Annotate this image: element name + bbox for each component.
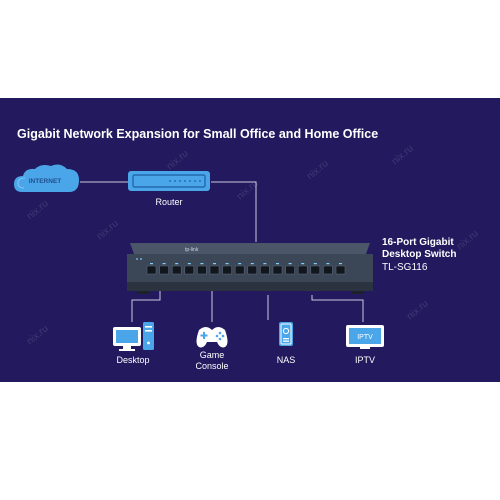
game-console-label-line2: Console bbox=[195, 361, 229, 371]
svg-text:nix.ru: nix.ru bbox=[165, 148, 191, 172]
svg-text:nix.ru: nix.ru bbox=[95, 218, 121, 242]
svg-text:nix.ru: nix.ru bbox=[455, 228, 481, 252]
ethernet-port bbox=[247, 265, 258, 275]
port-led bbox=[175, 263, 179, 265]
port-led bbox=[200, 263, 204, 265]
switch-name-line1: 16-Port Gigabit bbox=[382, 237, 454, 248]
ethernet-port bbox=[323, 265, 333, 275]
iptv-screen-text: IPTV bbox=[357, 334, 373, 341]
switch-brand-logo: tp-link bbox=[185, 247, 199, 253]
port-led bbox=[301, 263, 305, 265]
svg-text:nix.ru: nix.ru bbox=[390, 143, 416, 167]
desktop-computer-icon bbox=[113, 322, 154, 351]
page-title: Gigabit Network Expansion for Small Offi… bbox=[17, 127, 379, 141]
svg-text:nix.ru: nix.ru bbox=[305, 158, 331, 182]
port-led bbox=[339, 263, 342, 265]
ethernet-port bbox=[260, 265, 270, 275]
desktop-label: Desktop bbox=[116, 355, 150, 365]
ethernet-port bbox=[197, 265, 207, 275]
ethernet-port bbox=[234, 265, 245, 275]
port-led bbox=[213, 263, 216, 265]
switch-top bbox=[130, 243, 370, 254]
switch-bottom bbox=[127, 282, 373, 291]
internet-label: INTERNET bbox=[28, 178, 62, 185]
port-led bbox=[187, 263, 191, 265]
ethernet-port bbox=[222, 265, 232, 275]
svg-text:nix.ru: nix.ru bbox=[25, 198, 51, 222]
port-led bbox=[225, 263, 229, 265]
port-led bbox=[276, 263, 279, 265]
switch-leds bbox=[136, 258, 142, 260]
ethernet-port bbox=[272, 265, 283, 275]
ethernet-port bbox=[146, 265, 157, 275]
port-led bbox=[162, 263, 166, 265]
port-led bbox=[250, 263, 254, 265]
port-led bbox=[238, 263, 242, 265]
ethernet-port bbox=[184, 265, 195, 275]
svg-text:nix.ru: nix.ru bbox=[25, 323, 51, 347]
ethernet-port bbox=[335, 265, 346, 275]
ethernet-port bbox=[159, 265, 169, 275]
svg-text:nix.ru: nix.ru bbox=[405, 298, 431, 322]
internet-cloud-icon bbox=[14, 164, 79, 192]
router-switch-line bbox=[211, 181, 257, 242]
game-console-label: Game Console bbox=[190, 350, 234, 372]
ethernet-port bbox=[209, 265, 220, 275]
ethernet-port bbox=[285, 265, 295, 275]
diagram-background bbox=[0, 98, 500, 382]
port-led bbox=[313, 263, 317, 265]
switch-iptv-line bbox=[311, 295, 364, 322]
gamepad-icon bbox=[196, 327, 228, 348]
ethernet-port bbox=[171, 265, 182, 275]
port-led bbox=[288, 263, 292, 265]
ethernet-port bbox=[310, 265, 321, 275]
switch-device: tp-link bbox=[127, 243, 373, 294]
router-label: Router bbox=[155, 197, 183, 207]
port-led bbox=[150, 263, 153, 265]
switch-model: TL-SG116 bbox=[382, 262, 428, 273]
game-console-label-line1: Game bbox=[199, 350, 225, 360]
port-led bbox=[263, 263, 267, 265]
iptv-icon: IPTV bbox=[346, 325, 384, 349]
port-led bbox=[326, 263, 330, 265]
switch-name: 16-Port Gigabit Desktop Switch bbox=[382, 237, 456, 261]
nas-storage-icon bbox=[279, 322, 293, 346]
switch-ports bbox=[146, 263, 346, 275]
switch-name-line2: Desktop Switch bbox=[382, 249, 457, 260]
connection-lines bbox=[80, 181, 364, 322]
nas-label: NAS bbox=[276, 355, 296, 365]
iptv-label: IPTV bbox=[354, 355, 375, 365]
ethernet-port bbox=[297, 265, 308, 275]
router-icon bbox=[128, 171, 210, 191]
